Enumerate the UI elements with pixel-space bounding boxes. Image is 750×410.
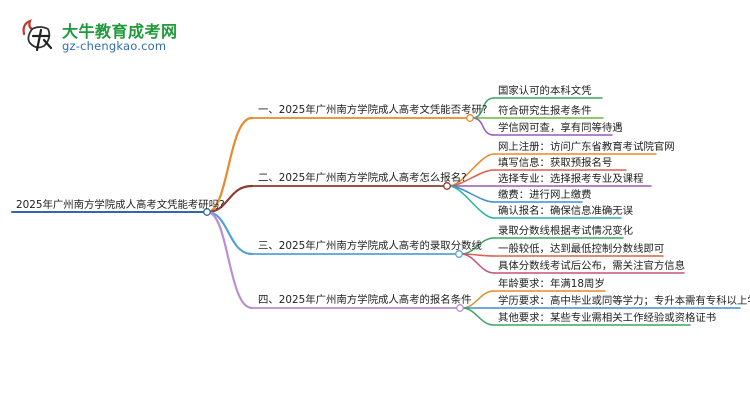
branch-2-child-2-label: 填写信息：获取预报名号 [498, 156, 613, 169]
root-collapse-toggle[interactable] [203, 208, 211, 216]
branch-4-child-1-label: 年龄要求：年满18周岁 [498, 277, 605, 290]
branch-1-child-2-label: 符合研究生报考条件 [498, 104, 592, 117]
branch-2-connector [205, 184, 254, 214]
brand-title: 大牛教育成考网 [62, 22, 178, 41]
branch-4-label: 四、2025年广州南方学院成人高考的报名条件 [258, 294, 472, 306]
branch-2-child-4-label: 缴费：进行网上缴费 [498, 188, 592, 201]
branch-4-collapse-toggle[interactable] [456, 304, 464, 312]
branch-1-child-3-label: 学信网可查，享有同等待遇 [498, 121, 623, 134]
branch-2-child-5-connector [448, 185, 495, 219]
site-logo[interactable]: 大牛教育成考网 gz-chengkao.com [18, 16, 178, 56]
bull-logo-icon [22, 19, 53, 52]
branch-4-child-3-connector [461, 307, 495, 326]
brand-url: gz-chengkao.com [62, 39, 167, 53]
branch-3-connector [205, 210, 254, 256]
branch-2-label: 二、2025年广州南方学院成人高考怎么报名? [258, 172, 467, 184]
branch-3-label: 三、2025年广州南方学院成人高考的录取分数线 [258, 240, 482, 252]
branch-1-child-1-label: 国家认可的本科文凭 [498, 84, 592, 97]
branch-2-child-5-label: 确认报名：确保信息准确无误 [498, 204, 634, 217]
branch-3-collapse-toggle[interactable] [455, 250, 463, 258]
branch-4-child-3-label: 其他要求：某些专业需相关工作经验或资格证书 [498, 311, 717, 324]
branch-3-child-3-label: 具体分数线考试后公布，需关注官方信息 [498, 259, 686, 272]
branch-3-child-3-connector [460, 253, 495, 274]
branch-2-child-1-label: 网上注册：访问广东省教育考试院官网 [498, 140, 675, 153]
branch-4-child-2-label: 学历要求：高中毕业或同等学力；专升本需有专科以上学历 [498, 294, 750, 307]
branch-2-collapse-toggle[interactable] [443, 182, 451, 190]
branch-4-connector [205, 210, 254, 310]
branch-1-child-3-connector [471, 117, 495, 136]
branch-1-collapse-toggle[interactable] [466, 114, 474, 122]
branch-1-label: 一、2025年广州南方学院成人高考文凭能否考研? [258, 104, 488, 116]
branch-3-child-2-label: 一般较低，达到最低控制分数线即可 [498, 242, 665, 255]
root-node-label: 2025年广州南方学院成人高考文凭能考研吗? [16, 199, 225, 211]
branch-3-child-1-label: 录取分数线根据考试情况变化 [498, 224, 634, 237]
branch-1-connector [205, 116, 254, 214]
branch-2-child-3-label: 选择专业：选择报考专业及课程 [498, 172, 644, 185]
